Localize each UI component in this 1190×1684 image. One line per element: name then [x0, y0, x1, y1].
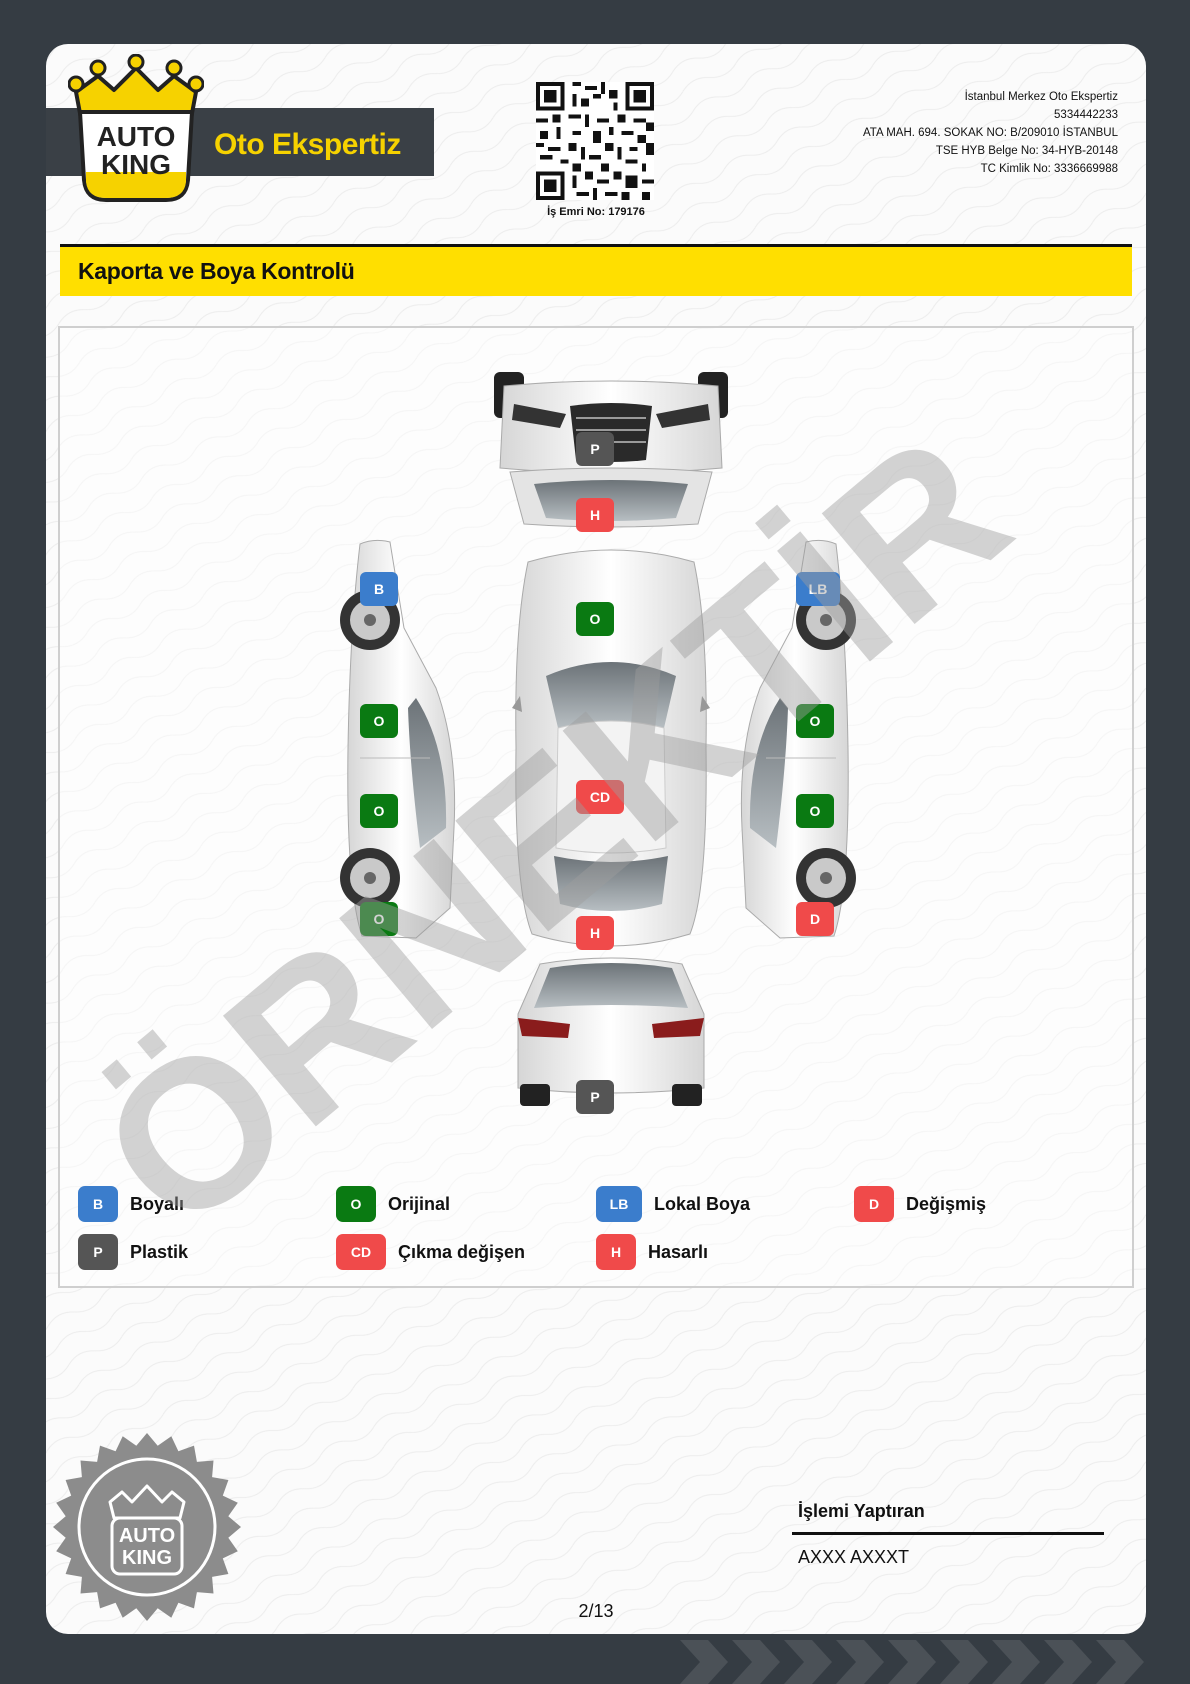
svg-text:KING: KING: [101, 149, 171, 180]
company-tse: TSE HYB Belge No: 34-HYB-20148: [935, 145, 1118, 157]
auto-king-seal: AUTO KING: [53, 1433, 241, 1621]
marker-left-front-door: O: [360, 704, 398, 738]
body-paint-panel: P H B O O O O CD H LB O O D P B Boyalı O…: [58, 326, 1134, 1288]
section-title: Kaporta ve Boya Kontrolü: [78, 258, 355, 284]
marker-hood: O: [576, 602, 614, 636]
legend-item-orijinal: O Orijinal: [336, 1186, 450, 1222]
company-address: ATA MAH. 694. SOKAK NO: B/209010 İSTANBU…: [862, 127, 1118, 139]
company-tc: TC Kimlik No: 3336669988: [980, 163, 1118, 175]
marker-roof: CD: [576, 780, 624, 814]
company-phone: 5334442233: [1054, 109, 1118, 121]
report-page: AUTO KING Oto Ekspertiz İş Emri No: 1791…: [46, 44, 1146, 1634]
company-info: İstanbul Merkez Oto Ekspertiz 5334442233…: [863, 88, 1118, 178]
legend-badge: LB: [596, 1186, 642, 1222]
marker-windshield: H: [576, 498, 614, 532]
car-rear-view: [517, 957, 705, 1106]
legend-label: Çıkma değişen: [398, 1241, 526, 1262]
marker-front-bumper: P: [576, 432, 614, 466]
marker-rear-bumper: P: [576, 1080, 614, 1114]
legend-label: Değişmiş: [906, 1193, 987, 1214]
work-order-number: İş Emri No: 179176: [547, 206, 645, 218]
legend-label: Boyalı: [130, 1193, 185, 1214]
legend-badge: B: [78, 1186, 118, 1222]
legend-label: Plastik: [130, 1241, 189, 1262]
marker-left-front-fender: B: [360, 572, 398, 606]
decorative-chevrons: [680, 1640, 1144, 1684]
auto-king-logo: AUTO KING: [68, 54, 204, 202]
marker-left-rear-fender: O: [360, 902, 398, 936]
marker-right-rear-door: O: [796, 794, 834, 828]
svg-text:AUTO: AUTO: [119, 1525, 175, 1547]
signer-name: AXXX AXXXT: [798, 1547, 910, 1567]
section-header: Kaporta ve Boya Kontrolü: [60, 244, 1132, 296]
marker-left-rear-door: O: [360, 794, 398, 828]
car-front-view: [494, 372, 728, 528]
marker-right-rear-fender: D: [796, 902, 834, 936]
legend-badge: H: [596, 1234, 636, 1270]
legend-badge: P: [78, 1234, 118, 1270]
car-diagram: [340, 372, 856, 1106]
brand-tagline: Oto Ekspertiz: [214, 128, 401, 161]
legend-label: Orijinal: [388, 1193, 451, 1214]
signer-label: İşlemi Yaptıran: [798, 1501, 925, 1521]
company-name: İstanbul Merkez Oto Ekspertiz: [964, 91, 1118, 103]
car-right-side-view: [740, 539, 856, 939]
legend-label: Hasarlı: [648, 1241, 709, 1262]
marker-right-front-door: O: [796, 704, 834, 738]
legend-item-cikma-degisen: CD Çıkma değişen: [336, 1234, 525, 1270]
legend-badge: O: [336, 1186, 376, 1222]
marker-right-front-fender: LB: [796, 572, 840, 606]
marker-trunk: H: [576, 916, 614, 950]
legend-item-boyali: B Boyalı: [78, 1186, 184, 1222]
qr-code: [536, 82, 654, 200]
svg-text:AUTO: AUTO: [97, 121, 176, 152]
signer-divider: [792, 1532, 1104, 1535]
legend-item-lokal-boya: LB Lokal Boya: [596, 1186, 750, 1222]
legend-label: Lokal Boya: [654, 1193, 751, 1214]
legend-item-plastik: P Plastik: [78, 1234, 188, 1270]
page-number: 2/13: [578, 1601, 614, 1621]
legend-badge: D: [854, 1186, 894, 1222]
legend-item-hasarli: H Hasarlı: [596, 1234, 708, 1270]
svg-text:KING: KING: [122, 1547, 172, 1569]
legend-item-degismis: D Değişmiş: [854, 1186, 986, 1222]
legend-badge: CD: [336, 1234, 386, 1270]
